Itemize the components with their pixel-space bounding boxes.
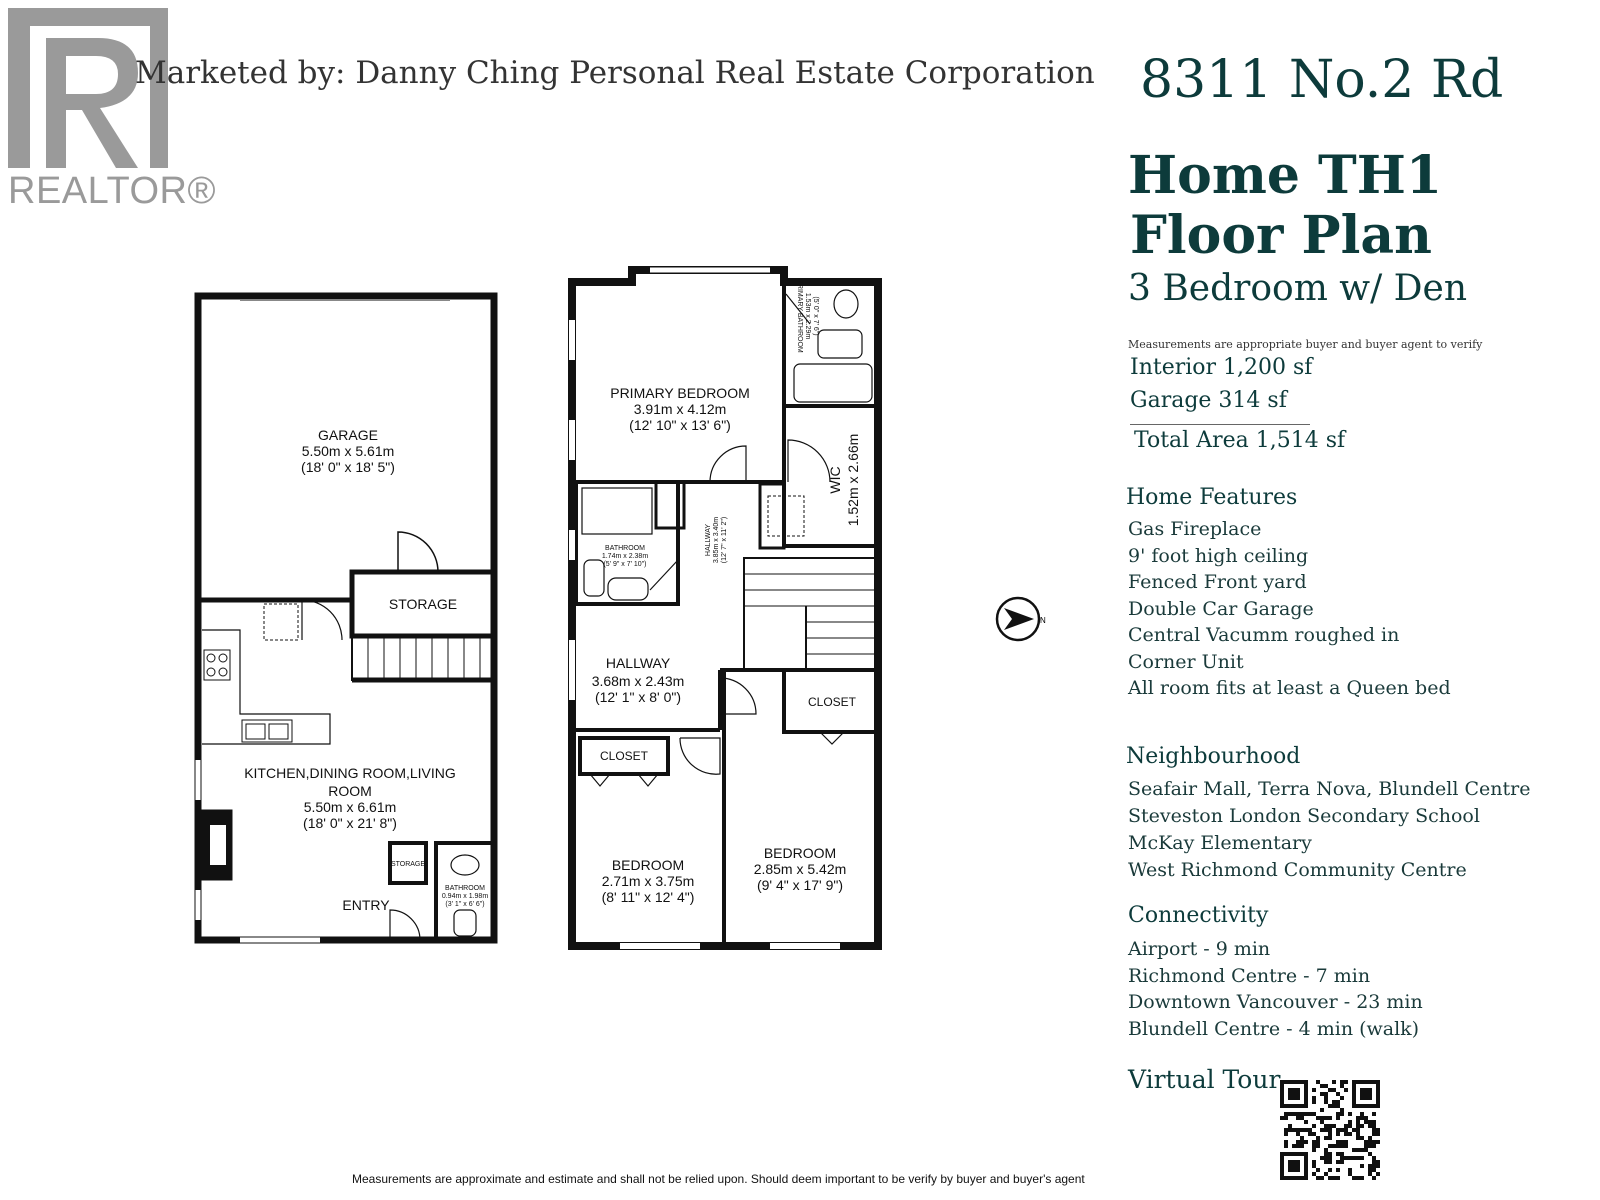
connectivity-item: Richmond Centre - 7 min — [1128, 964, 1371, 987]
neighbourhood-item: Seafair Mall, Terra Nova, Blundell Centr… — [1128, 778, 1531, 800]
kitchen-imperial: (18' 0" x 21' 8") — [303, 815, 397, 831]
bedroom-2-room: BEDROOM 2.85m x 5.42m (9' 4" x 17' 9") — [754, 845, 847, 893]
property-address: 8311 No.2 Rd — [1140, 50, 1504, 110]
upper-hallway-imperial: (12' 7" x 11' 2") — [721, 517, 728, 563]
connectivity-item: Airport - 9 min — [1128, 938, 1271, 960]
floor-plan: GARAGE 5.50m x 5.61m (18' 0" x 18' 5") S… — [194, 266, 882, 950]
primary-bedroom-label: PRIMARY BEDROOM — [610, 385, 750, 401]
primary-bath-room: PRIMARY BATHROOM 1.53m x 2.29m (5' 0" x … — [796, 279, 819, 353]
neighbourhood-item: McKay Elementary — [1128, 832, 1312, 854]
closet-right-label: CLOSET — [808, 695, 857, 709]
compass-label: N — [1040, 616, 1046, 625]
closet-left-label: CLOSET — [600, 749, 649, 763]
bedroom-subtitle: 3 Bedroom w/ Den — [1128, 268, 1468, 309]
wic-metric: 1.52m x 2.66m — [845, 434, 861, 527]
feature-item: Fenced Front yard — [1128, 571, 1307, 593]
hallway-imperial: (12' 1" x 8' 0") — [595, 689, 681, 705]
bedroom-1-imperial: (8' 11" x 12' 4") — [602, 889, 695, 905]
kitchen-metric: 5.50m x 6.61m — [304, 799, 397, 815]
bathroom-label: BATHROOM — [605, 545, 645, 552]
bedroom-2-label: BEDROOM — [764, 845, 836, 861]
half-bath-label: BATHROOM — [445, 885, 485, 892]
connectivity-heading: Connectivity — [1128, 903, 1269, 928]
kitchen-label-line1: KITCHEN,DINING ROOM,LIVING — [244, 765, 456, 781]
garage-imperial: (18' 0" x 18' 5") — [301, 459, 395, 475]
garage-room: GARAGE 5.50m x 5.61m (18' 0" x 18' 5") — [301, 427, 395, 475]
neighbourhood-heading: Neighbourhood — [1126, 744, 1301, 769]
bedroom-2-imperial: (9' 4" x 17' 9") — [757, 877, 843, 893]
bathroom-imperial: (5' 9" x 7' 10") — [603, 561, 646, 568]
marketed-by: Marketed by: Danny Ching Personal Real E… — [135, 55, 1095, 91]
home-title: Home TH1 — [1128, 145, 1443, 206]
upper-hallway-room: HALLWAY 3.85m x 3.40m (12' 7" x 11' 2") — [705, 517, 728, 564]
floor-plan-title: Floor Plan — [1130, 205, 1432, 266]
feature-item: Corner Unit — [1128, 650, 1244, 673]
connectivity-item: Downtown Vancouver - 23 min — [1128, 991, 1423, 1013]
hallway-label: HALLWAY — [606, 655, 671, 671]
half-bath-imperial: (3' 1" x 6' 6") — [445, 901, 484, 908]
feature-item: All room fits at least a Queen bed — [1128, 677, 1451, 699]
connectivity-item: Blundell Centre - 4 min (walk) — [1128, 1017, 1420, 1040]
kitchen-room: KITCHEN,DINING ROOM,LIVING ROOM 5.50m x … — [244, 765, 456, 831]
hallway-room: HALLWAY 3.68m x 2.43m (12' 1" x 8' 0") — [592, 655, 685, 705]
hallway-metric: 3.68m x 2.43m — [592, 673, 685, 689]
primary-bath-metric: 1.53m x 2.29m — [804, 293, 811, 339]
area-divider — [1130, 424, 1310, 425]
wic-label: WIC — [827, 466, 843, 493]
primary-bath-label: PRIMARY BATHROOM — [796, 279, 803, 353]
wic-room: WIC 1.52m x 2.66m — [827, 434, 861, 527]
upper-hallway-label: HALLWAY — [705, 524, 712, 556]
primary-bath-imperial: (5' 0" x 7' 6") — [812, 296, 819, 335]
features-heading: Home Features — [1126, 485, 1298, 510]
bathroom-metric: 1.74m x 2.38m — [602, 553, 648, 560]
small-storage-label: STORAGE — [391, 861, 425, 868]
bedroom-1-label: BEDROOM — [612, 857, 684, 873]
interior-area: Interior 1,200 sf — [1130, 355, 1313, 380]
measurement-note: Measurements are appropriate buyer and b… — [1128, 338, 1483, 351]
bedroom-2-metric: 2.85m x 5.42m — [754, 861, 847, 877]
neighbourhood-item: Steveston London Secondary School — [1128, 805, 1480, 827]
feature-item: 9' foot high ceiling — [1128, 544, 1309, 567]
primary-bedroom-imperial: (12' 10" x 13' 6") — [629, 417, 731, 433]
bathroom-room: BATHROOM 1.74m x 2.38m (5' 9" x 7' 10") — [602, 545, 648, 568]
neighbourhood-item: West Richmond Community Centre — [1128, 859, 1467, 881]
feature-item: Central Vacumm roughed in — [1128, 624, 1400, 646]
disclaimer: Measurements are approximate and estimat… — [352, 1172, 1085, 1186]
realtor-logo-text: REALTOR® — [8, 170, 216, 212]
feature-item: Gas Fireplace — [1128, 518, 1262, 540]
garage-area: Garage 314 sf — [1130, 388, 1287, 413]
virtual-tour-label: Virtual Tour — [1128, 1065, 1281, 1094]
realtor-logo — [8, 8, 168, 168]
half-bath-metric: 0.94m x 1.98m — [442, 893, 488, 900]
half-bath-room: BATHROOM 0.94m x 1.98m (3' 1" x 6' 6") — [442, 885, 488, 908]
primary-bedroom-room: PRIMARY BEDROOM 3.91m x 4.12m (12' 10" x… — [610, 385, 750, 433]
garage-label: GARAGE — [318, 427, 378, 443]
storage-label: STORAGE — [389, 596, 457, 612]
qr-code[interactable] — [1280, 1080, 1380, 1180]
bedroom-1-room: BEDROOM 2.71m x 3.75m (8' 11" x 12' 4") — [602, 857, 695, 905]
kitchen-label-line2: ROOM — [328, 783, 372, 799]
compass-north-icon: N — [995, 596, 1046, 642]
total-area: Total Area 1,514 sf — [1134, 428, 1346, 453]
upper-hallway-metric: 3.85m x 3.40m — [713, 517, 720, 563]
bedroom-1-metric: 2.71m x 3.75m — [602, 873, 695, 889]
entry-label: ENTRY — [342, 897, 390, 913]
garage-metric: 5.50m x 5.61m — [302, 443, 395, 459]
feature-item: Double Car Garage — [1128, 597, 1314, 620]
primary-bedroom-metric: 3.91m x 4.12m — [634, 401, 727, 417]
